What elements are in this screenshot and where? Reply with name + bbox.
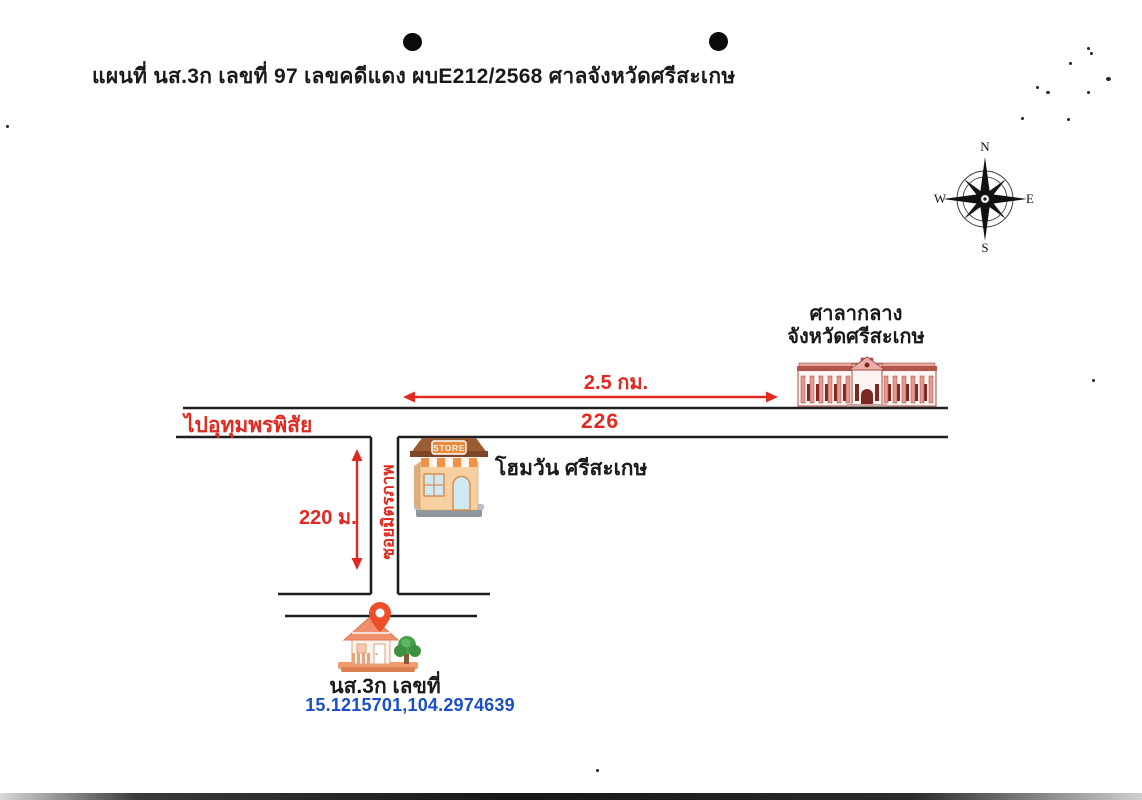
property-coordinates: 15.1215701,104.2974639 xyxy=(305,695,515,715)
scan-page-edge xyxy=(0,793,1142,800)
distance-soi-label: 220 ม. xyxy=(299,507,357,529)
scan-speck xyxy=(1046,91,1050,94)
compass-north-label: N xyxy=(980,139,990,154)
scan-speck xyxy=(1092,379,1095,382)
scan-speck xyxy=(1021,117,1024,120)
provincial-hall-label-line2: จังหวัดศรีสะเกษ xyxy=(787,326,925,348)
direction-west-label: ไปอุทุมพรพิสัย xyxy=(184,414,313,437)
page-title: แผนที่ นส.3ก เลขที่ 97 เลขคดีแดง ผบE212/… xyxy=(92,65,736,88)
provincial-hall-label: ศาลากลาง จังหวัดศรีสะเกษ xyxy=(787,303,924,349)
scan-speck xyxy=(1036,86,1039,89)
scan-speck xyxy=(1090,52,1093,55)
scan-speck xyxy=(6,125,9,128)
provincial-hall-label-line1: ศาลากลาง xyxy=(809,303,903,325)
scan-speck xyxy=(1069,62,1072,65)
property-name-label: นส.3ก เลขที่ xyxy=(329,675,441,698)
house-icon xyxy=(338,602,421,672)
store-sign-text: STORE xyxy=(433,443,465,453)
highway-226-label: 226 xyxy=(580,410,620,433)
scan-speck xyxy=(1067,118,1070,121)
scan-speck xyxy=(1087,91,1090,94)
compass-east-label: E xyxy=(1026,191,1034,206)
scan-speck xyxy=(1087,47,1090,50)
store-icon: STORE xyxy=(410,438,488,517)
location-pin-icon xyxy=(369,602,391,632)
scan-speck xyxy=(596,769,599,772)
punch-hole-dot xyxy=(403,33,422,51)
distance-to-hall-label: 2.5 กม. xyxy=(583,372,649,394)
soi-name-label: ซอยมิตรภาพ xyxy=(378,464,398,560)
compass-rose-icon: N S W E xyxy=(934,139,1034,254)
compass-south-label: S xyxy=(981,240,988,254)
compass-west-label: W xyxy=(934,191,947,206)
distance-arrow-horizontal xyxy=(403,391,778,403)
store-name-label: โฮมวัน ศรีสะเกษ xyxy=(495,457,648,480)
punch-hole-dot xyxy=(709,32,728,51)
scan-speck xyxy=(1106,77,1111,81)
provincial-hall-icon xyxy=(797,356,937,407)
distance-arrow-vertical xyxy=(351,449,363,570)
